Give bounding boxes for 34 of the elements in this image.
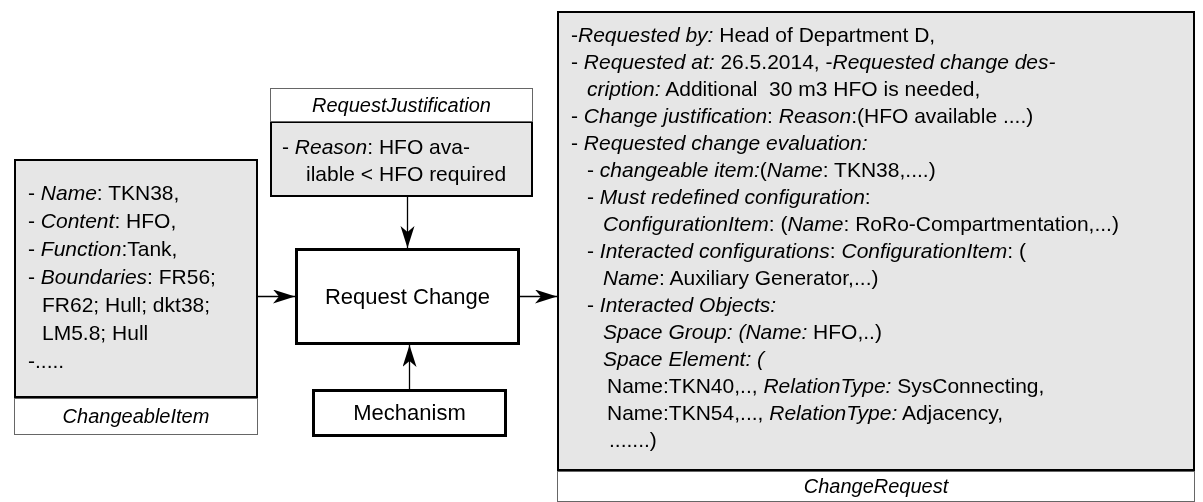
- attribute-text: .......): [609, 427, 657, 453]
- attribute-text: FR62; Hull; dkt38;: [42, 292, 211, 318]
- attribute-text: LM5.8; Hull: [42, 320, 149, 346]
- attribute-text: - Boundaries: FR56;: [28, 264, 216, 290]
- attribute-text: - changeable item:(Name: TKN38,....): [587, 157, 936, 183]
- arrow: [402, 344, 417, 390]
- attribute-text: - Requested change evaluation:: [571, 130, 868, 156]
- attribute-text: - Content: HFO,: [28, 208, 177, 234]
- attribute-text: -Requested by: Head of Department D,: [571, 22, 936, 48]
- process-label: Mechanism: [353, 400, 466, 426]
- attribute-text: - Interacted configurations: ConfigurationItem: (: [587, 238, 1026, 264]
- attribute-text: Name:TKN54,..., RelationType: Adjacency,: [607, 400, 1004, 426]
- attribute-text: - Change justification: Reason:(HFO available ....): [571, 103, 1034, 129]
- attribute-text: Space Element: (: [603, 346, 765, 372]
- class-name-label: RequestJustification: [270, 88, 533, 122]
- attribute-text: - Function:Tank,: [28, 236, 178, 262]
- class-name-label: ChangeRequest: [557, 471, 1195, 502]
- attribute-text: - Reason: HFO ava-: [282, 134, 470, 160]
- attribute-text: Name:TKN40,.., RelationType: SysConnecting,: [607, 373, 1045, 399]
- attribute-text: Space Group: (Name: HFO,..): [603, 319, 882, 345]
- arrow: [519, 289, 558, 304]
- process-label: Request Change: [324, 283, 491, 310]
- class-name-label: ChangeableItem: [14, 398, 258, 435]
- attribute-text: -.....: [28, 348, 65, 374]
- attribute-text: ilable < HFO required: [306, 161, 507, 187]
- attribute-text: - Requested at: 26.5.2014, -Requested change des-: [571, 49, 1056, 75]
- attribute-text: - Name: TKN38,: [28, 180, 180, 206]
- attribute-text: - Interacted Objects:: [587, 292, 777, 318]
- attribute-text: ConfigurationItem: (Name: RoRo-Compartmentation,...): [603, 211, 1119, 237]
- attribute-text: Name: Auxiliary Generator,...): [603, 265, 879, 291]
- arrow: [400, 196, 415, 249]
- attribute-text: - Must redefined configuration:: [587, 184, 871, 210]
- attribute-text: cription: Additional 30 m3 HFO is needed,: [587, 76, 981, 102]
- arrow: [257, 289, 296, 304]
